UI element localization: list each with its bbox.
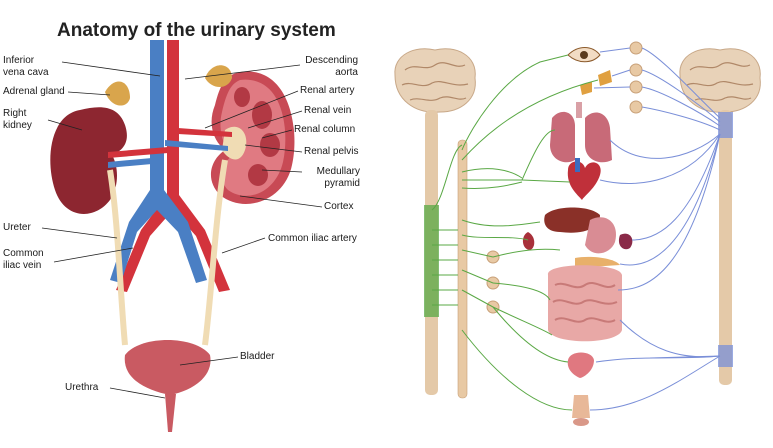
lung-left bbox=[550, 111, 575, 163]
liver bbox=[544, 207, 600, 233]
label-cortex: Cortex bbox=[324, 201, 354, 212]
left-brain bbox=[394, 48, 476, 113]
label-ureter: Ureter bbox=[3, 222, 31, 233]
parasympathetic-cranial bbox=[718, 112, 733, 138]
descending-aorta bbox=[116, 40, 230, 292]
heart bbox=[567, 161, 601, 200]
label-common-iliac-artery: Common iliac artery bbox=[268, 233, 357, 244]
right-ureter bbox=[107, 169, 128, 346]
label-adrenal-gland: Adrenal gland bbox=[3, 86, 65, 97]
left-ureter bbox=[202, 159, 228, 346]
right-renal-vein bbox=[108, 158, 152, 168]
ganglion bbox=[629, 100, 643, 114]
lung-right bbox=[585, 112, 612, 163]
aorta-vessel bbox=[575, 158, 580, 172]
right-kidney bbox=[50, 107, 127, 214]
urethra bbox=[165, 394, 176, 432]
medullary-pyramid bbox=[248, 164, 268, 186]
salivary-gland bbox=[598, 70, 612, 86]
renal-artery bbox=[178, 128, 232, 137]
right-brain bbox=[679, 48, 761, 113]
adrenal-gland-left bbox=[205, 65, 232, 87]
bladder-small bbox=[567, 352, 594, 378]
label-renal-pelvis: Renal pelvis bbox=[304, 146, 359, 157]
iris bbox=[580, 51, 588, 59]
reproductive-organ bbox=[572, 395, 590, 418]
medullary-pyramid bbox=[234, 87, 250, 107]
parasympathetic-nerves bbox=[589, 47, 721, 411]
label-renal-column: Renal column bbox=[294, 124, 356, 135]
kidney-small bbox=[522, 232, 535, 250]
trachea bbox=[576, 102, 582, 118]
inferior-vena-cava bbox=[110, 40, 207, 283]
parasympathetic-sacral bbox=[718, 345, 733, 367]
ganglion bbox=[629, 41, 643, 55]
page-title: Anatomy of the urinary system bbox=[57, 20, 336, 41]
stomach bbox=[585, 217, 616, 254]
left-brain-folds bbox=[401, 62, 469, 101]
right-brain-folds bbox=[686, 62, 754, 101]
reproductive-gland bbox=[573, 418, 589, 426]
intestine-loops bbox=[552, 282, 618, 323]
medullary-pyramid bbox=[260, 133, 280, 157]
sympathetic-nerves bbox=[431, 54, 599, 411]
sympathetic-chain bbox=[457, 139, 468, 399]
sympathetic-segment bbox=[424, 205, 439, 317]
right-spinal-cord bbox=[719, 110, 732, 385]
label-renal-artery: Renal artery bbox=[300, 85, 355, 96]
ganglion bbox=[629, 63, 643, 77]
label-renal-vein: Renal vein bbox=[304, 105, 352, 116]
right-renal-artery bbox=[108, 147, 168, 158]
pancreas bbox=[575, 256, 620, 268]
bladder bbox=[124, 340, 211, 395]
renal-vein bbox=[165, 140, 228, 151]
ganglion bbox=[629, 80, 643, 94]
label-urethra: Urethra bbox=[65, 382, 99, 393]
spleen bbox=[618, 233, 633, 250]
adrenal-gland-right bbox=[105, 81, 130, 106]
salivary-gland bbox=[580, 82, 592, 95]
label-bladder: Bladder bbox=[240, 351, 275, 362]
